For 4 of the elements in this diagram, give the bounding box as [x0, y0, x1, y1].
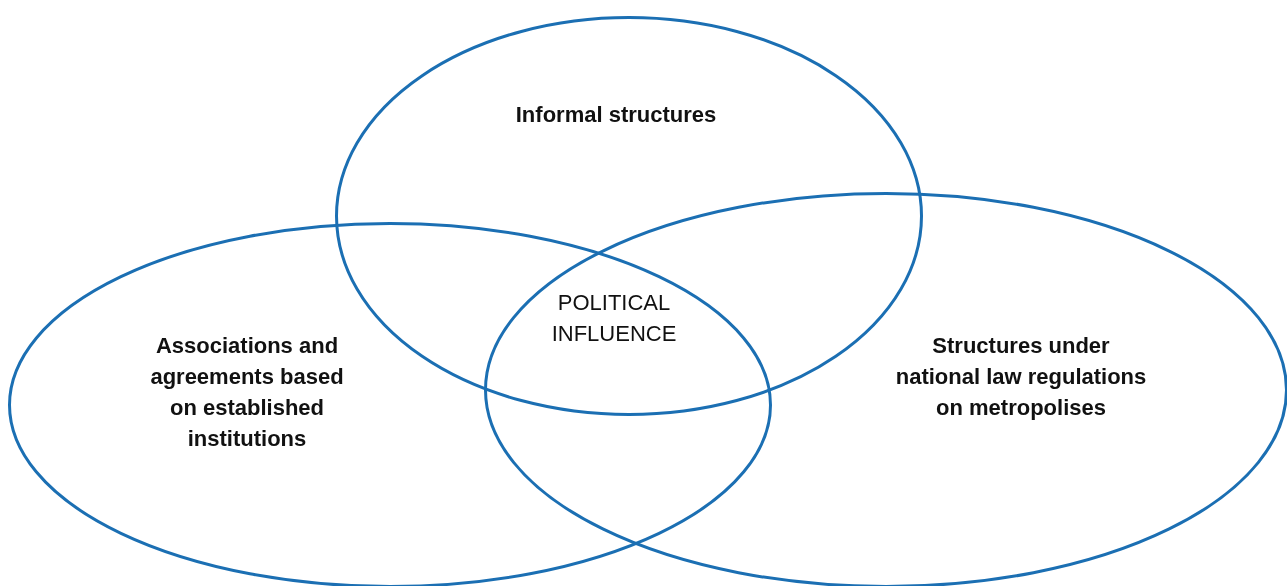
set-label: Informal structures [514, 101, 718, 129]
set-label: Associations and agreements based on established institutions [149, 332, 345, 453]
intersection-label: POLITICAL INFLUENCE [550, 289, 678, 348]
set-label: Structures under national law regulations on metropolises [894, 332, 1148, 422]
